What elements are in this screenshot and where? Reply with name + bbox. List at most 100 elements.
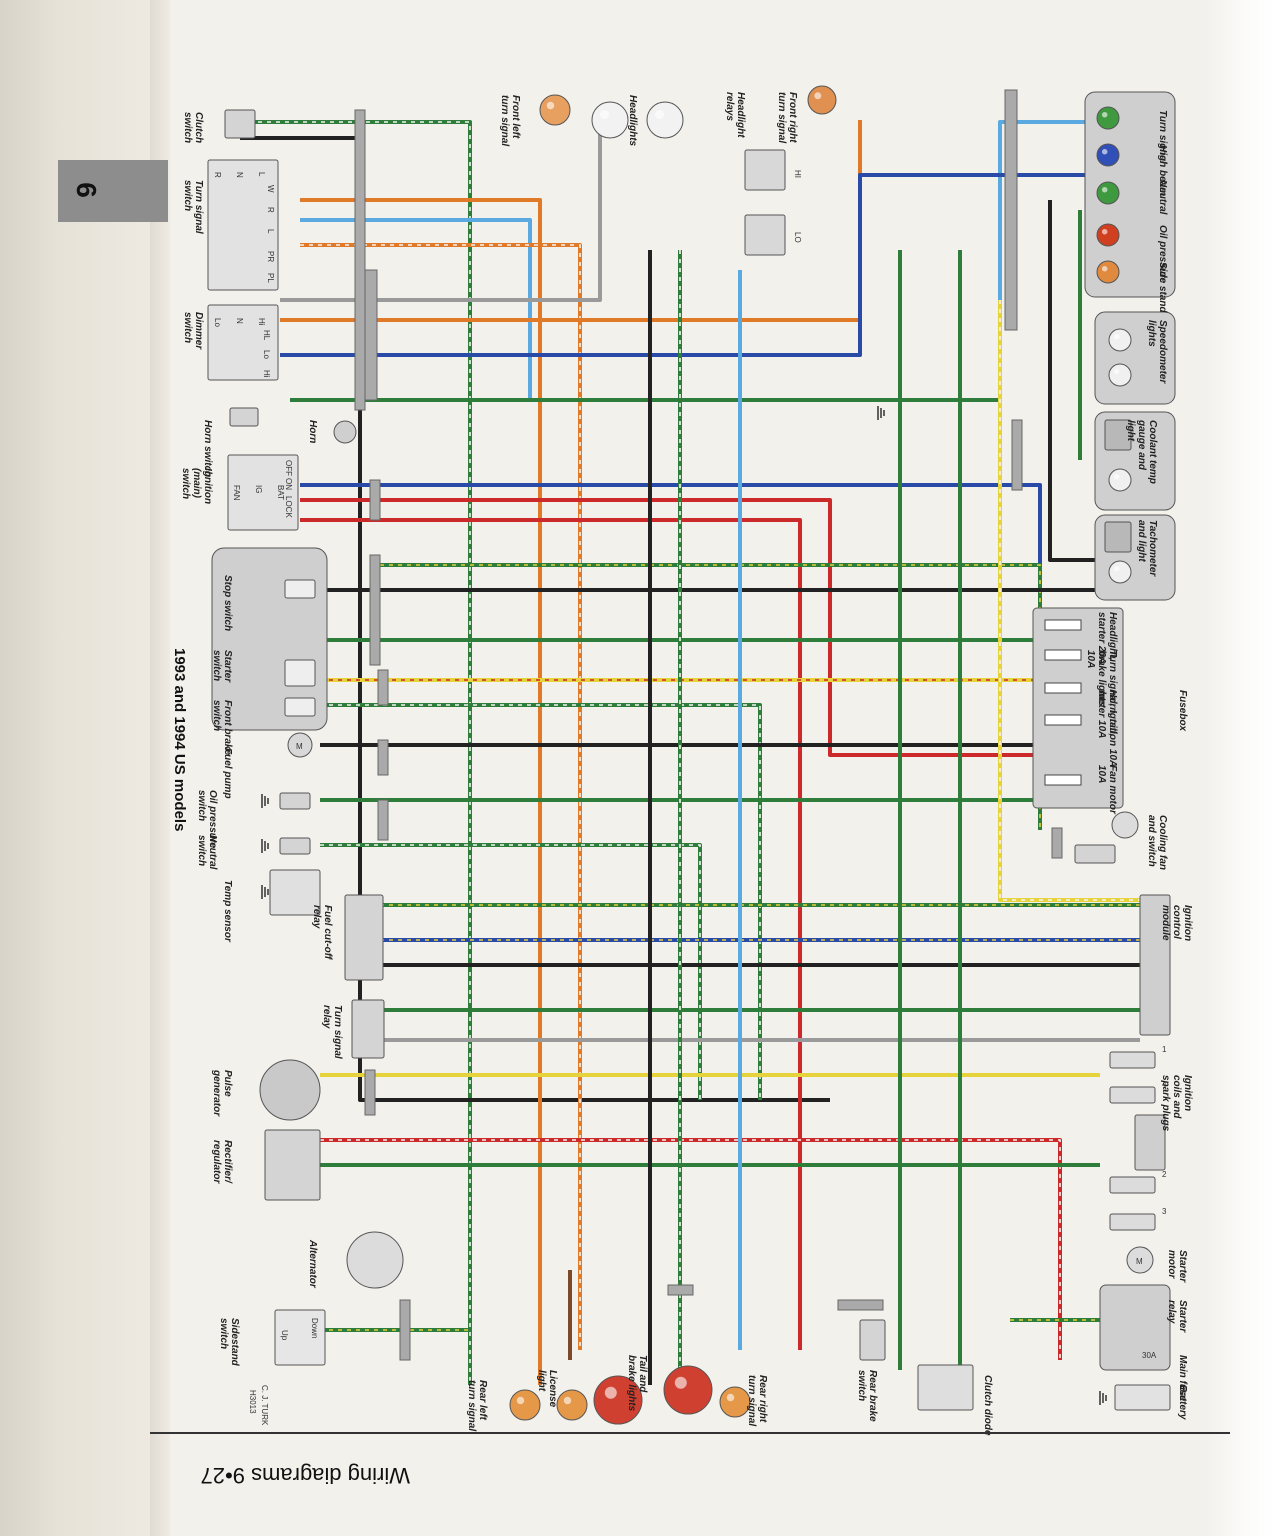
high-beam-indicator-lamp [1096,143,1120,167]
turn-switch-row-label: R [266,207,275,213]
label-line: meter 10A [1096,690,1107,738]
label-line: Side stand [1157,262,1168,313]
wire-ign-red [300,498,1040,757]
coil-number: 2 [1162,1170,1167,1179]
dimmer-switch [207,304,279,381]
label-line: regulator [211,1140,222,1184]
harness-connector [1011,419,1023,491]
wire-harness [240,120,1140,1385]
footer-rule [150,1432,1230,1434]
label-line: Coolant temp [1147,420,1158,484]
ignition-row-label: IG [254,485,263,493]
label-fusebox: Fusebox [1177,690,1188,732]
label-line: (main) [191,468,202,499]
starter-relay-box [1099,1284,1171,1371]
coil-number: 4 [1162,1080,1167,1089]
dimmer-switch-col-label: Lo [213,318,222,327]
turn-switch-row-label: PL [266,273,275,283]
relay-hi-label: HI [793,170,802,178]
label-line: Ignition [202,468,213,504]
label-line: Starter [1177,1300,1188,1333]
label-line: relay [1166,1300,1177,1324]
ignition-col-label: ON [284,478,293,490]
fuse-element [1044,682,1082,694]
ignition-row-label: FAN [232,485,241,501]
rear-right-turn-lamp [719,1386,751,1418]
turn-switch-col-label: R [213,172,222,178]
rear-left-turn-lamp-highlight [516,1396,525,1405]
tail-brake-lamp-1 [593,1375,643,1425]
wire-stop-green-tracer [380,564,1041,830]
label-line: turn signal [466,1380,477,1431]
harness-connector [377,739,389,776]
label-line: module [1160,905,1171,941]
label-line: starter 20A [1096,612,1107,664]
label-line: Rear right [757,1375,768,1423]
wire-gauge-black [1048,200,1100,562]
label-line: Starter [1177,1250,1188,1283]
label-main-fuse: Main fuse [1177,1355,1188,1402]
turn-switch-row-label: L [266,229,275,234]
wire-reg-red-tracer [320,1139,1061,1360]
dimmer-switch-col-label: N [235,318,244,324]
sidestand-up-label: Up [280,1330,289,1341]
tail-brake-lamp-2 [663,1365,713,1415]
label-line: Battery [1177,1385,1188,1420]
pulse-generator [259,1059,321,1121]
speedometer-lamp-2-highlight [1113,368,1120,375]
oil-pressure-switch [279,792,311,810]
label-line: License [547,1370,558,1408]
fuel-cutoff-relay [344,894,384,981]
dimmer-switch-col-label: Hi [257,318,266,326]
frame-ground [877,406,885,420]
wire-stop-green [380,563,1042,830]
label-line: Neutral [207,835,218,870]
front-brake-switch [284,697,316,717]
tachometer-lamp-highlight [1113,565,1120,572]
temp-sensor-ground [261,885,269,899]
label-line: Starter [222,650,233,683]
turn-switch-row-label: W [266,185,275,193]
harness-connector [377,669,389,706]
label-indicator-high: High beam [1157,145,1168,196]
neutral-switch [279,837,311,855]
label-line: Front left [510,95,521,139]
page-footer: Wiring diagrams 9•27 [200,1463,410,1488]
label-line: Stop switch [222,575,233,631]
label-line: Main fuse [1177,1355,1188,1402]
ignition-coil-1 [1109,1051,1156,1069]
front-left-turn-lamp [539,94,571,126]
cooling-fan-motor [1111,811,1139,839]
diagram-title: 1993 and 1994 US models [171,648,188,831]
label-line: Fusebox [1177,690,1188,732]
fuse-element [1044,619,1082,631]
front-left-turn-lamp-highlight [546,101,555,110]
ignition-control-module [1139,894,1171,1036]
wire-left-turn-orange [300,198,542,1385]
label-line: light [536,1370,547,1392]
label-indicator-side: Side stand [1157,262,1168,313]
fuel-pump [287,732,313,758]
label-line: relay [311,905,322,929]
harness-connector [364,1069,376,1116]
cooling-fan-switch [1074,844,1116,864]
turn-indicator-lamp [1096,106,1120,130]
front-right-turn-lamp [807,85,837,115]
headlight-relay-lo [744,214,786,256]
front-right-turn-lamp-highlight [814,92,822,100]
turn-switch-row-label: PR [266,251,275,262]
ignition-col-label: OFF [284,460,293,476]
ignition-coil-4 [1109,1213,1156,1231]
label-line: spark plugs [1160,1075,1171,1132]
label-line: 10A [1085,650,1096,668]
rectifier-regulator [264,1129,321,1201]
